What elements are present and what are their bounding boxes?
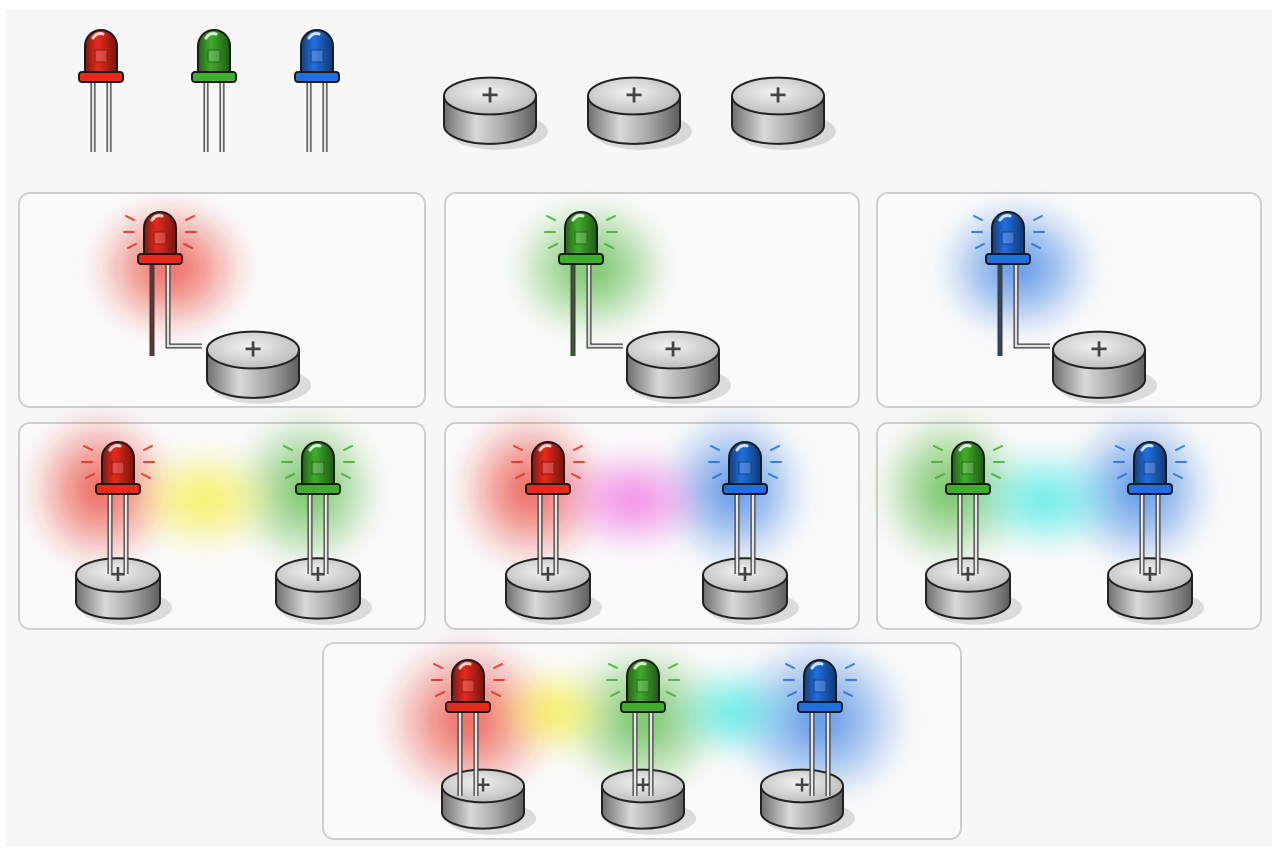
- battery-plus-label: +: [480, 80, 500, 108]
- battery-component-1: +: [444, 78, 548, 150]
- battery-plus-label: +: [663, 334, 683, 362]
- battery-plus-label: +: [768, 80, 788, 108]
- battery-panel3: +: [1053, 332, 1157, 404]
- glow-mix-cyan: [967, 446, 1123, 554]
- battery-plus-label: +: [243, 334, 263, 362]
- led-green-component: [192, 30, 236, 152]
- battery-panel2: +: [627, 332, 731, 404]
- battery-component-2: +: [588, 78, 692, 150]
- led-red-component: [79, 30, 123, 152]
- battery-c-panel7: +: [761, 770, 855, 835]
- battery-plus-label: +: [624, 80, 644, 108]
- glow-mix-cyan-panel7: [672, 664, 792, 760]
- led-blue-component: [295, 30, 339, 152]
- battery-component-3: +: [732, 78, 836, 150]
- battery-plus-label: +: [793, 773, 811, 797]
- battery-plus-label: +: [1089, 334, 1109, 362]
- glow-mix-yellow-panel7: [495, 664, 615, 760]
- battery-panel1: +: [207, 332, 311, 404]
- battery-a-panel7: +: [442, 770, 536, 835]
